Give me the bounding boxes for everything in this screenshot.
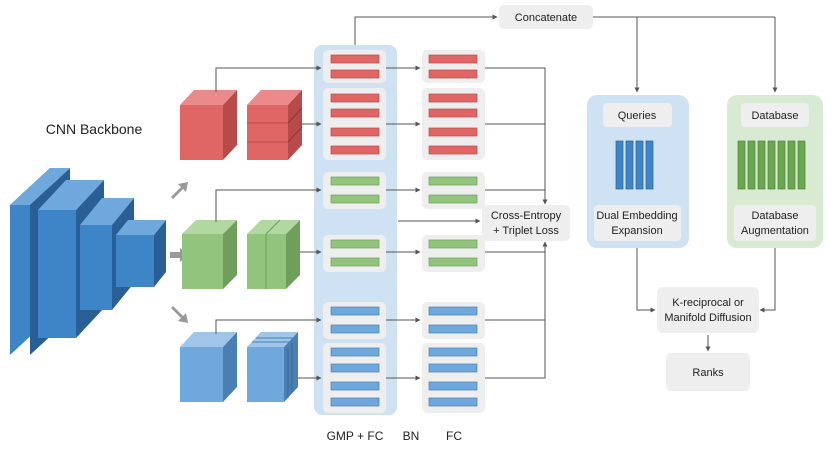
queries-box xyxy=(603,103,672,127)
fc-red-parts xyxy=(422,88,485,160)
loss-box: Cross-Entropy + Triplet Loss xyxy=(482,205,570,241)
column-label-bn: BN xyxy=(403,429,420,443)
column-label-fc: FC xyxy=(446,429,462,443)
branch-arrow-up xyxy=(171,182,188,199)
database-augmentation-label-1: Database xyxy=(751,210,798,222)
red-cube-global xyxy=(180,90,237,160)
backbone-block-4 xyxy=(116,220,166,287)
connectors xyxy=(215,14,778,381)
green-cube-global xyxy=(182,220,237,289)
ranks-box: Ranks xyxy=(666,353,750,391)
blue-cube-global xyxy=(180,332,237,402)
arrow-blue-global-gmp xyxy=(215,317,322,334)
branch-arrow-down xyxy=(171,306,188,323)
fc-blue-global xyxy=(422,302,485,339)
arrow-dual-to-diffusion xyxy=(636,246,656,313)
database-label: Database xyxy=(751,110,798,122)
ranks-label: Ranks xyxy=(692,367,724,379)
loss-label-1: Cross-Entropy xyxy=(491,210,562,222)
dual-embedding-label-1: Dual Embedding xyxy=(596,210,677,222)
database-augmentation-box xyxy=(734,205,816,241)
queries-label: Queries xyxy=(618,110,657,122)
backbone-label: CNN Backbone xyxy=(46,121,143,137)
database-box xyxy=(741,103,809,127)
fc-green-global xyxy=(422,172,485,209)
gmp-red-global xyxy=(323,50,386,83)
red-branch xyxy=(180,90,303,160)
green-branch xyxy=(182,219,300,289)
loss-label-2: + Triplet Loss xyxy=(493,225,559,237)
gmp-red-parts xyxy=(323,88,386,160)
queries-panel: Queries Dual Embedding Expansion xyxy=(587,95,689,248)
gmp-green-global xyxy=(323,172,386,209)
gmp-blue-parts xyxy=(323,343,386,413)
fc-collector-top xyxy=(485,67,546,204)
gmp-blue-global xyxy=(323,302,386,339)
database-augmentation-label-2: Augmentation xyxy=(741,225,809,237)
feature-groups xyxy=(323,50,485,413)
fc-green-parts xyxy=(422,235,485,272)
fc-blue-parts xyxy=(422,343,485,413)
arrow-green-global-gmp xyxy=(215,187,322,222)
diffusion-label-2: Manifold Diffusion xyxy=(664,312,751,324)
fc-collector-bottom xyxy=(485,241,548,379)
concatenate-box: Concatenate xyxy=(499,5,593,29)
diffusion-box: K-reciprocal or Manifold Diffusion xyxy=(657,287,759,333)
arrow-aug-to-diffusion xyxy=(759,246,776,313)
query-embeddings xyxy=(615,140,654,190)
gmp-green-parts xyxy=(323,235,386,272)
dual-embedding-box xyxy=(594,205,681,241)
red-cube-parts xyxy=(247,90,303,160)
blue-cube-parts xyxy=(247,332,298,402)
concatenate-label: Concatenate xyxy=(515,12,577,24)
dual-embedding-label-2: Expansion xyxy=(611,225,662,237)
arrow-red-global-gmp xyxy=(215,65,322,92)
fc-red-global xyxy=(422,50,485,83)
arrow-gmp-concatenate xyxy=(354,14,498,45)
database-embeddings xyxy=(737,140,806,190)
database-panel: Database Database Augmentation xyxy=(727,95,823,248)
diffusion-label-1: K-reciprocal or xyxy=(672,297,744,309)
green-cube-parts xyxy=(247,219,300,289)
cnn-backbone: CNN Backbone xyxy=(10,121,166,355)
blue-branch xyxy=(180,332,298,402)
column-label-gmp: GMP + FC xyxy=(327,429,384,443)
